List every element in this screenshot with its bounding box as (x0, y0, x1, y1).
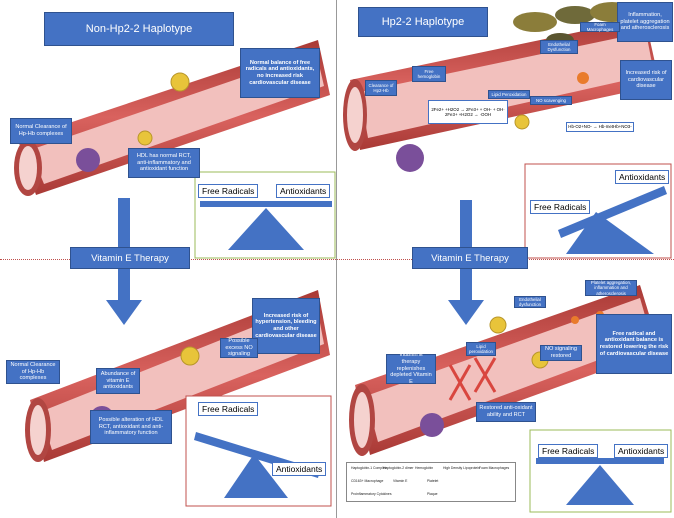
replenish-note: Vitamin E therapy replenishes depleted V… (386, 352, 436, 385)
legend-item: CD163+ Macrophage (351, 479, 384, 483)
no-signaling-restored: NO signaling restored (540, 345, 582, 361)
bottom-right-free-radicals: Free Radicals (538, 444, 599, 458)
balance-restored-note: Free radical and antioxidant balance is … (596, 314, 672, 374)
restored-antioxidant-note: Restored anti-oxidant ability and RCT (476, 402, 536, 422)
bottom-left-free-radicals: Free Radicals (198, 402, 259, 416)
vessel-bottom-right (349, 285, 660, 456)
legend-item: Haptoglobin-2 dimer (383, 466, 414, 470)
inflammation-note: Inflammation, platelet aggregation and a… (617, 2, 673, 42)
legend-item: Platelet (427, 479, 439, 483)
equation-2: 2Fe3+ +H2O2 → ·OOH (444, 112, 492, 117)
right-vitamin-e-therapy: Vitamin E Therapy (412, 247, 528, 269)
legend-item: Hemoglobin (415, 466, 434, 470)
abundance-note: Abundance of vitamin E antioxidants (96, 368, 140, 394)
bottom-normal-clearance-note: Normal Clearance of Hp-Hb complexes (6, 360, 60, 384)
legend-item: Vitamin E (393, 479, 408, 483)
legend-item: Plaque (427, 492, 438, 496)
hdl-normal-note: HDL has normal RCT, anti-inflammatory an… (128, 148, 200, 178)
hdl-alteration-note: Possible alteration of HDL RCT, antioxid… (90, 410, 172, 444)
legend-item: Foam Macrophages (479, 466, 510, 470)
hypertension-risk-note: Increased risk of hypertension, bleeding… (252, 298, 320, 354)
normal-clearance-note: Normal Clearance of Hp-Hb complexes (10, 118, 72, 144)
top-right-free-radicals: Free Radicals (530, 200, 591, 214)
endothelial-note: Endothelial Dysfunction (540, 40, 578, 54)
normal-balance-note: Normal balance of free radicals and anti… (240, 48, 320, 98)
endothelial-dysfunction-note: Endothelial dysfunction (514, 296, 546, 308)
top-right-antioxidants: Antioxidants (615, 170, 670, 184)
legend: Haptoglobin-1 Complex Haptoglobin-2 dime… (346, 462, 516, 502)
legend-item: High Density Lipoprotein (443, 466, 480, 470)
free-hemoglobin-note: Free hemoglobin (412, 66, 446, 82)
lipid-peroxidation-bottom: Lipid peroxidation (466, 342, 496, 356)
left-vitamin-e-therapy: Vitamin E Therapy (70, 247, 190, 269)
foam-macrophages-note: Foam Macrophages (580, 22, 620, 32)
increased-risk-note: Increased risk of cardiovascular disease (620, 60, 672, 100)
bottom-left-antioxidants: Antioxidants (272, 462, 327, 476)
equation-1: 2Fe2+ +H2O2 → 2Fe3+ + OH- + OH· (431, 106, 505, 112)
excess-no-note: Possible excess NO signaling (220, 338, 258, 358)
hp22-title: Hp2-2 Haplotype (358, 7, 488, 37)
bottom-right-antioxidants: Antioxidants (614, 444, 669, 458)
no-equation: Hb-O2+NO- → Hb-metHb+NO3- (566, 122, 634, 132)
legend-item: Haptoglobin-1 Complex (351, 466, 387, 470)
top-left-antioxidants: Antioxidants (276, 184, 331, 198)
fenton-equations: 2Fe2+ +H2O2 → 2Fe3+ + OH- + OH· 2Fe3+ +H… (428, 100, 508, 124)
lipid-peroxidation-note: Lipid Peroxidation (488, 90, 530, 99)
no-scavenging-note: NO scavenging (530, 96, 572, 105)
legend-item: Proinflammatory Cytokines (351, 492, 392, 496)
vitamin-e-marks (448, 357, 497, 401)
top-left-free-radicals: Free Radicals (198, 184, 259, 198)
platelet-aggregation-note: Platelet aggregation, inflammation and a… (585, 280, 637, 296)
non-hp22-title: Non-Hp2-2 Haplotype (44, 12, 234, 46)
clearance-hp2-note: Clearance of Hp2-Hb (365, 80, 397, 96)
horizontal-divider (0, 259, 674, 260)
